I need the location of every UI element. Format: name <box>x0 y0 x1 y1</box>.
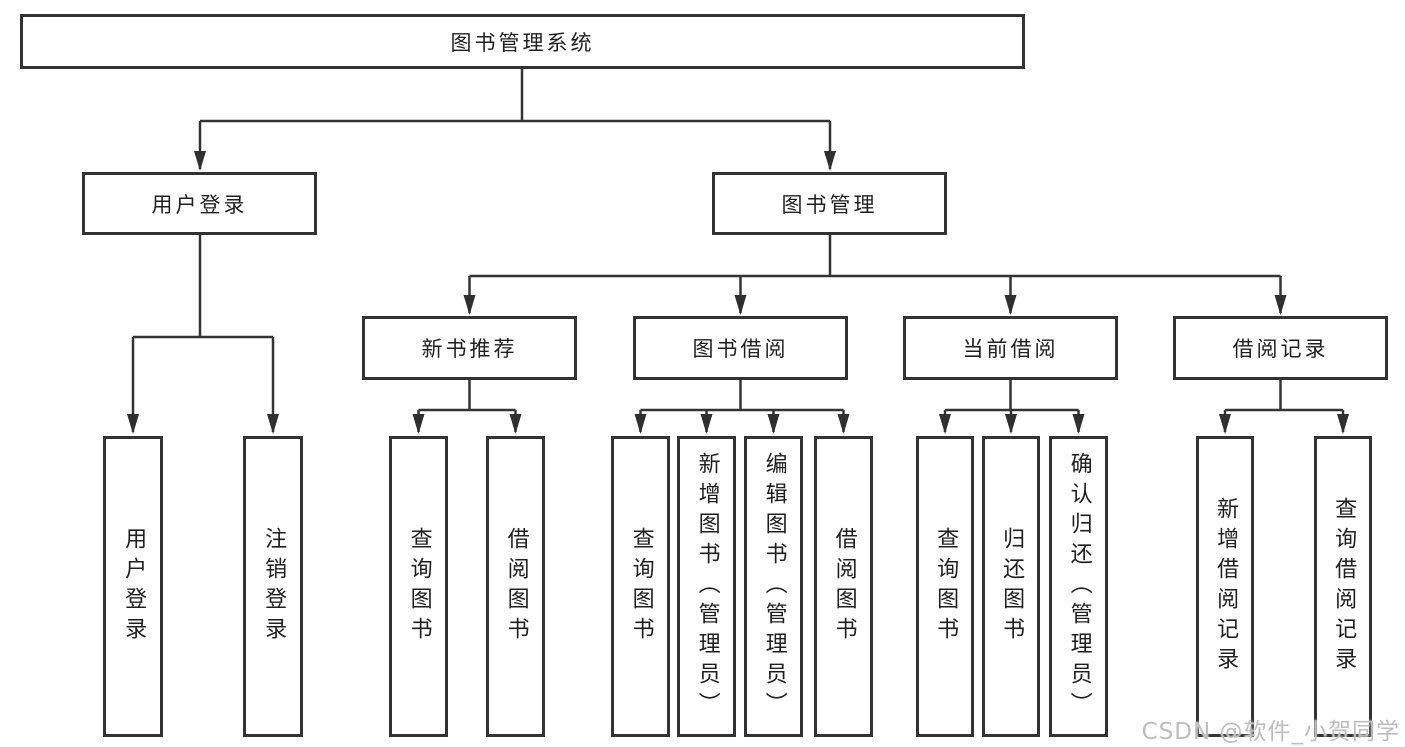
leaf-records-add-borrow-record: 新增借阅记录 <box>1196 436 1254 737</box>
leaf-recommend-borrow-books: 借阅图书 <box>486 436 545 737</box>
csdn-watermark: CSDN @软件_小贺同学 <box>1141 719 1400 745</box>
node-new-book-recommendation: 新书推荐 <box>362 316 577 380</box>
leaf-current-confirm-return-admin: 确认归还（管理员） <box>1049 436 1108 737</box>
leaf-user-login: 用户登录 <box>103 436 163 737</box>
leaf-recommend-query-books: 查询图书 <box>389 436 448 737</box>
leaf-logout: 注销登录 <box>243 436 303 737</box>
node-current-borrowing: 当前借阅 <box>903 316 1118 380</box>
leaf-borrowing-query-books: 查询图书 <box>611 436 670 737</box>
leaf-borrowing-add-books-admin: 新增图书（管理员） <box>677 436 736 737</box>
node-book-borrowing: 图书借阅 <box>633 316 848 380</box>
leaf-borrowing-edit-books-admin: 编辑图书（管理员） <box>744 436 803 737</box>
node-root-library-management-system: 图书管理系统 <box>20 14 1025 69</box>
node-book-management: 图书管理 <box>712 172 947 235</box>
leaf-borrowing-borrow-books: 借阅图书 <box>814 436 873 737</box>
node-borrowing-records: 借阅记录 <box>1173 316 1388 380</box>
node-user-login: 用户登录 <box>82 172 317 235</box>
leaf-current-return-books: 归还图书 <box>982 436 1040 737</box>
leaf-records-query-borrow-record: 查询借阅记录 <box>1314 436 1372 737</box>
leaf-current-query-books: 查询图书 <box>916 436 974 737</box>
